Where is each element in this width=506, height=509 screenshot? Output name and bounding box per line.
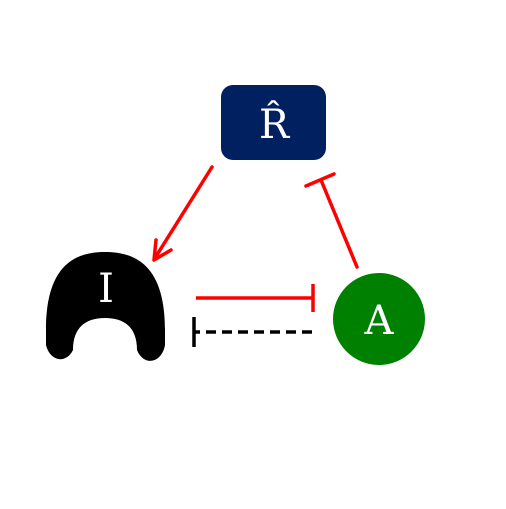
edge-a-inhibits-r-line xyxy=(319,178,359,269)
node-i-arch xyxy=(46,252,165,361)
node-i-label: I xyxy=(98,266,114,312)
node-r-label: R̂ xyxy=(259,102,291,148)
node-r-box xyxy=(221,85,326,160)
node-a: A xyxy=(333,273,425,365)
edge-r-to-i-line xyxy=(153,165,214,260)
node-a-label: A xyxy=(364,298,395,344)
node-a-circle xyxy=(333,273,425,365)
edge-a-inhibits-i-dashed xyxy=(192,317,312,347)
edge-r-to-i-arrow xyxy=(152,165,214,262)
node-r: R̂ xyxy=(221,85,326,160)
edge-r-to-i-arrowhead xyxy=(152,238,173,262)
edge-a-inhibits-r xyxy=(304,172,359,269)
node-i: I xyxy=(46,252,165,361)
edge-a-inhibits-r-bar xyxy=(304,172,336,188)
edge-i-inhibits-a xyxy=(196,284,315,312)
